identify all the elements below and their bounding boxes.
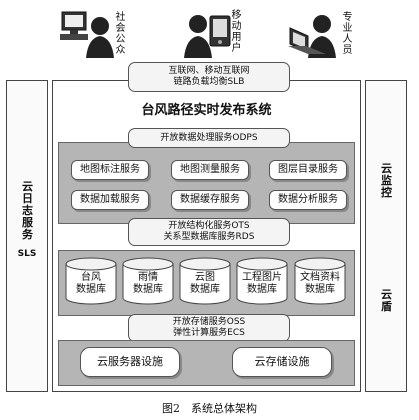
database-name: 文档资料 xyxy=(300,272,340,283)
user-label-mobile: 移动用户 xyxy=(231,10,242,54)
odps-service: 开放数据处理服务ODPS xyxy=(128,128,290,148)
oss-line1: 开放存储服务OSS xyxy=(172,317,246,327)
database-name: 工程图片 xyxy=(242,272,282,283)
cloud-security-panel: 云监控 云盾 xyxy=(365,80,407,392)
log-service-panel: 云日志服务 SLS xyxy=(6,80,48,392)
gateway-line2: 链路负载均衡SLB xyxy=(173,77,245,87)
slb-gateway: 互联网、移动互联网 链路负载均衡SLB xyxy=(128,62,290,92)
cloud-storage-facility: 云存储设施 xyxy=(232,347,332,377)
user-label-public: 社会公众 xyxy=(115,12,126,56)
cloud-monitor-label: 云监控 xyxy=(381,162,392,199)
database-suffix: 数据库 xyxy=(76,284,106,295)
database-name: 雨情 xyxy=(138,272,158,283)
figure-caption: 图2 系统总体架构 xyxy=(162,402,257,415)
gateway-line1: 互联网、移动互联网 xyxy=(168,66,250,76)
map-measurement-service: 地图测量服务 xyxy=(171,160,249,180)
database-cylinder: 云图数据库 xyxy=(178,256,232,306)
database-suffix: 数据库 xyxy=(133,284,163,295)
cloud-server-facility: 云服务器设施 xyxy=(80,347,180,377)
database-cylinder: 雨情数据库 xyxy=(121,256,175,306)
oss-line2: 弹性计算服务ECS xyxy=(173,328,245,338)
laptop-user-icon xyxy=(286,6,346,60)
data-analysis-service: 数据分析服务 xyxy=(269,190,347,210)
database-suffix: 数据库 xyxy=(305,284,335,295)
database-suffix: 数据库 xyxy=(247,284,277,295)
database-name: 云图 xyxy=(195,272,215,283)
ots-line1: 开放结构化服务OTS xyxy=(168,221,250,231)
data-loading-service: 数据加载服务 xyxy=(71,190,149,210)
database-cylinder: 台风数据库 xyxy=(64,256,118,306)
map-annotation-service: 地图标注服务 xyxy=(71,160,149,180)
system-title: 台风路径实时发布系统 xyxy=(141,103,272,118)
cloud-shield-label: 云盾 xyxy=(381,288,392,313)
service-layer-panel xyxy=(58,142,355,224)
ots-rds-service: 开放结构化服务OTS 关系型数据库服务RDS xyxy=(128,218,290,246)
log-service-title: 云日志服务 xyxy=(22,180,33,241)
ots-line2: 关系型数据库服务RDS xyxy=(163,232,255,242)
database-name: 台风 xyxy=(81,272,101,283)
log-service-subtitle: SLS xyxy=(17,249,37,259)
oss-ecs-service: 开放存储服务OSS 弹性计算服务ECS xyxy=(128,314,290,342)
mobile-user-icon xyxy=(180,6,240,60)
data-cache-service: 数据缓存服务 xyxy=(171,190,249,210)
layer-catalog-service: 图层目录服务 xyxy=(269,160,347,180)
database-cylinder: 文档资料数据库 xyxy=(293,256,347,306)
database-cylinder: 工程图片数据库 xyxy=(235,256,289,306)
database-suffix: 数据库 xyxy=(190,284,220,295)
desktop-computer-user-icon xyxy=(58,6,128,60)
user-label-professional: 专业人员 xyxy=(342,12,353,56)
